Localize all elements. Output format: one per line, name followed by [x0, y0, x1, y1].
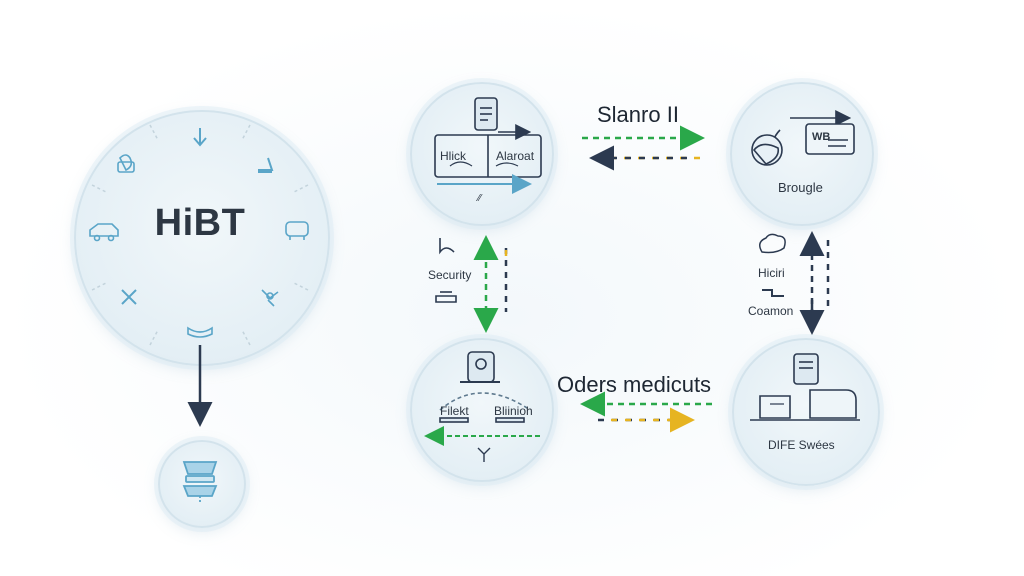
cross-tools-icon [121, 289, 137, 305]
device-icon [435, 291, 457, 303]
top-left-node-label-left: Hlick [440, 149, 466, 163]
right-link-label-top: Hiciri [758, 266, 785, 280]
top-left-node-label-right: Alaroat [496, 149, 535, 163]
hibt-hub-node[interactable] [74, 110, 330, 366]
bottom-right-node-caption: DIFE Swées [768, 438, 835, 452]
bottom-left-node-graphic [439, 351, 531, 462]
hub-title: HiBT [154, 202, 246, 244]
top-right-node-caption: Brougle [778, 180, 823, 195]
gear-icon [261, 289, 279, 307]
link-icon [762, 289, 784, 297]
wrench-icon [258, 157, 274, 173]
server-icon [182, 461, 218, 504]
monitor-icon [117, 154, 135, 173]
bottom-right-node-graphic [750, 353, 860, 421]
top-left-node-graphic [434, 97, 542, 178]
left-link-label: Security [428, 268, 472, 282]
top-right-node-card-text: WB [812, 131, 831, 143]
bottom-left-node-label-left: Filekt [440, 404, 469, 418]
right-link-label-bottom: Coamon [748, 304, 794, 318]
top-left-node-caption: ⁄⁄ [478, 193, 482, 204]
cloud-icon [759, 233, 786, 254]
phone-icon [285, 221, 309, 240]
bottom-link-label: Oders medicuts [557, 372, 712, 397]
bottom-left-node-label-right: Bliinioh [494, 404, 533, 418]
top-link-label: Slanro II [597, 102, 679, 127]
storage-node[interactable] [158, 440, 246, 528]
signal-icon [439, 238, 455, 255]
arrow-down-icon [193, 128, 207, 147]
top-right-node-graphic [751, 110, 855, 166]
cup-icon [187, 326, 213, 338]
car-icon [89, 223, 119, 242]
